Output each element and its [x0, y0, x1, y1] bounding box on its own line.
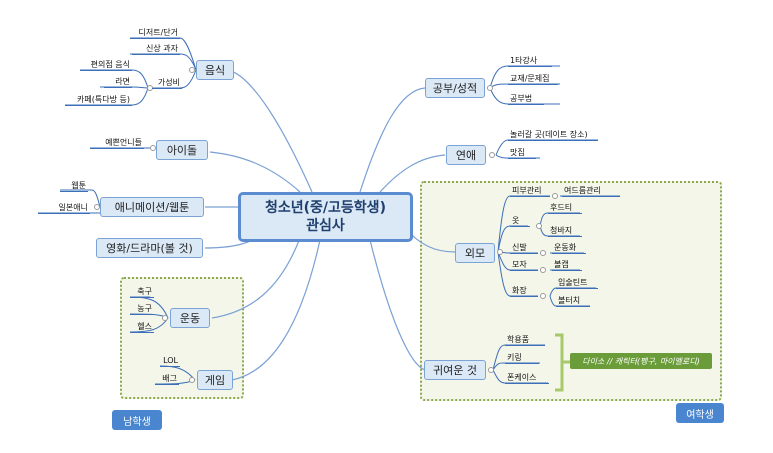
leaf-clothes[interactable]: 옷 [510, 216, 530, 227]
central-title-line2: 관심사 [306, 218, 345, 234]
leaf-ramen[interactable]: 라면 [104, 77, 132, 88]
leaf-convenience-food[interactable]: 편의점 음식 [80, 60, 132, 71]
collapse-toggle[interactable] [540, 293, 546, 299]
leaf-hoodie[interactable]: 후드티 [548, 203, 582, 214]
leaf-value[interactable]: 가성비 [152, 78, 182, 89]
leaf-shoes[interactable]: 신발 [510, 243, 538, 254]
leaf-basketball[interactable]: 농구 [130, 304, 154, 315]
topic-cute-things[interactable]: 귀여운 것 [424, 360, 486, 380]
leaf-lol[interactable]: LOL [160, 356, 180, 367]
leaf-new-snack[interactable]: 신상 과자 [132, 44, 180, 55]
leaf-date-place[interactable]: 놀러갈 곳(데이트 장소) [508, 130, 598, 141]
leaf-top-instructor[interactable]: 1타강사 [508, 56, 552, 67]
collapse-toggle[interactable] [489, 152, 495, 158]
leaf-makeup[interactable]: 화장 [510, 286, 538, 297]
collapse-toggle[interactable] [487, 85, 493, 91]
leaf-hat[interactable]: 모자 [510, 260, 538, 271]
leaf-cafe[interactable]: 카페(특다방 등) [65, 95, 132, 106]
collapse-toggle[interactable] [540, 250, 546, 256]
callout-daiso-character[interactable]: 다이소 // 캐릭터(펭구, 마이멜로디) [570, 353, 712, 369]
leaf-dessert[interactable]: 디저트/단거 [130, 28, 180, 39]
collapse-toggle[interactable] [552, 193, 558, 199]
central-topic[interactable]: 청소년(중/고등학생) 관심사 [238, 192, 413, 242]
collapse-toggle[interactable] [497, 249, 503, 255]
leaf-sneakers[interactable]: 운동화 [552, 243, 586, 254]
topic-idol[interactable]: 아이돌 [156, 140, 208, 160]
collapse-toggle[interactable] [150, 145, 156, 151]
leaf-study-method[interactable]: 공부법 [508, 94, 544, 105]
topic-anime-webtoon[interactable]: 애니메이션/웹툰 [100, 197, 204, 217]
leaf-stationery[interactable]: 학용품 [505, 335, 545, 346]
collapse-toggle[interactable] [189, 377, 195, 383]
leaf-jeans[interactable]: 청바지 [548, 226, 582, 237]
leaf-phone-case[interactable]: 폰케이스 [505, 373, 549, 384]
topic-sports[interactable]: 운동 [170, 308, 210, 328]
leaf-pretty-girls[interactable]: 예쁜언니들 [90, 138, 144, 149]
boys-label: 남학생 [112, 410, 162, 430]
topic-movie-drama[interactable]: 영화/드라마(볼 것) [96, 238, 203, 258]
topic-food[interactable]: 음식 [196, 60, 234, 80]
topic-love[interactable]: 연애 [446, 145, 486, 165]
leaf-skincare[interactable]: 피부관리 [510, 186, 550, 197]
leaf-soccer[interactable]: 축구 [130, 287, 154, 298]
leaf-japanese-anime[interactable]: 일본애니 [38, 203, 90, 214]
collapse-toggle[interactable] [94, 204, 100, 210]
collapse-toggle[interactable] [536, 223, 542, 229]
girls-label: 여학생 [676, 403, 724, 423]
central-title-line1: 청소년(중/고등학생) [265, 200, 386, 216]
leaf-acne-care[interactable]: 여드름관리 [562, 186, 620, 197]
collapse-toggle[interactable] [162, 315, 168, 321]
leaf-lip-tint[interactable]: 입술틴트 [556, 278, 598, 289]
collapse-toggle[interactable] [540, 267, 546, 273]
leaf-webtoon[interactable]: 웹툰 [60, 181, 88, 192]
leaf-blush[interactable]: 볼터치 [556, 296, 590, 307]
collapse-toggle[interactable] [488, 367, 494, 373]
topic-study[interactable]: 공부/성적 [425, 78, 485, 98]
leaf-pubg[interactable]: 배그 [155, 374, 179, 385]
leaf-cap[interactable]: 볼캡 [552, 260, 582, 271]
topic-game[interactable]: 게임 [197, 370, 233, 390]
collapse-toggle[interactable] [189, 67, 195, 73]
leaf-gym[interactable]: 헬스 [130, 322, 154, 333]
leaf-keyring[interactable]: 키링 [505, 353, 539, 364]
leaf-workbook[interactable]: 교재/문제집 [508, 74, 558, 85]
leaf-restaurant[interactable]: 맛집 [508, 148, 536, 159]
topic-looks[interactable]: 외모 [455, 243, 495, 263]
